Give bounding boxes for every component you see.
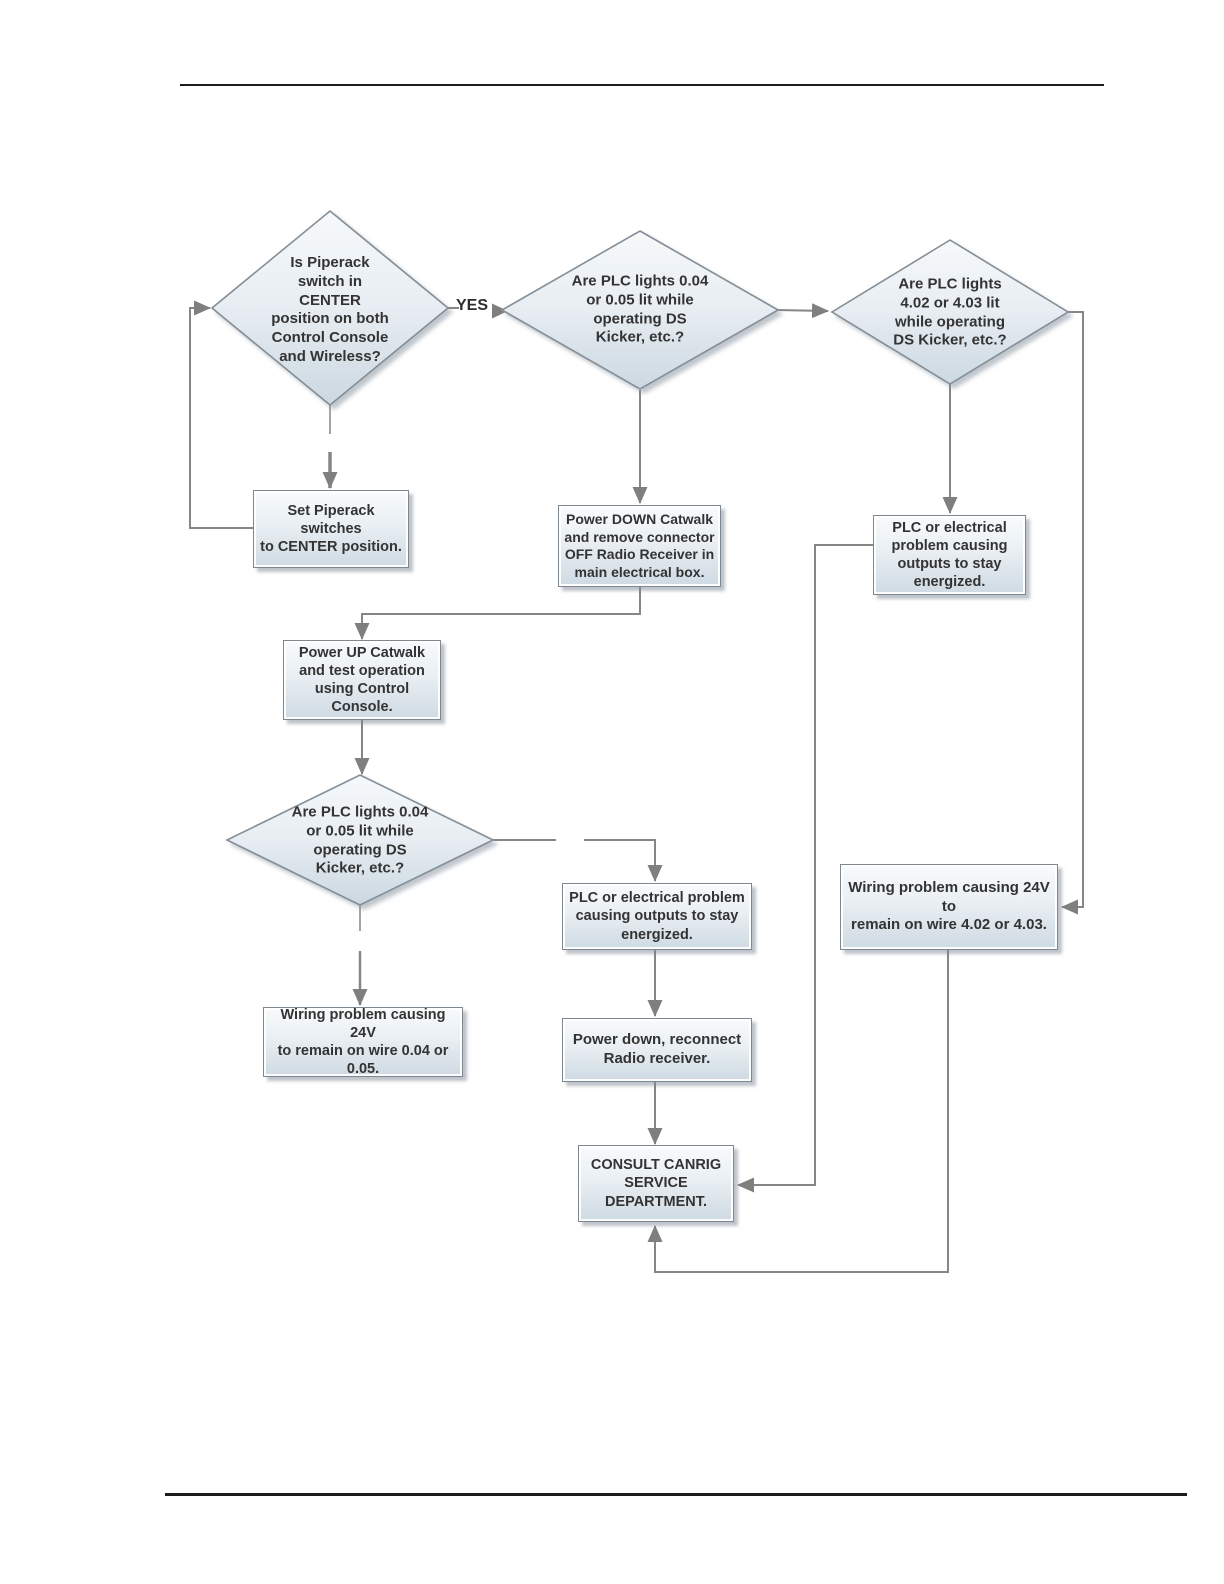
process-wiring-problem-004: Wiring problem causing 24V to remain on … xyxy=(263,1007,463,1077)
decision-plc-lights-402-label: Are PLC lights 4.02 or 4.03 lit while op… xyxy=(893,275,1007,349)
connector-d3-to-wiring-402 xyxy=(1061,311,1084,915)
decision-plc-lights-004-retest-shape xyxy=(225,774,495,906)
header-rule xyxy=(180,84,1104,86)
decision-piperack-center-label: Is Piperack switch in CENTER position on… xyxy=(271,253,389,365)
process-plc-problem-right: PLC or electrical problem causing output… xyxy=(873,515,1026,595)
connector-d4-to-plc-mid-arrow xyxy=(584,839,663,882)
process-plc-problem-mid: PLC or electrical problem causing output… xyxy=(562,883,752,950)
decision-plc-lights-004-shape xyxy=(500,230,780,390)
process-power-up-catwalk: Power UP Catwalk and test operation usin… xyxy=(283,640,441,720)
process-power-down-reconnect: Power down, reconnect Radio receiver. xyxy=(562,1018,752,1082)
decision-piperack-center-shape xyxy=(210,209,450,407)
connector-wiring-402-to-consult xyxy=(647,950,949,1273)
decision-plc-lights-004-retest-label: Are PLC lights 0.04 or 0.05 lit while op… xyxy=(291,803,429,877)
terminal-consult-canrig-service: CONSULT CANRIG SERVICE DEPARTMENT. xyxy=(578,1145,734,1222)
process-wiring-problem-402: Wiring problem causing 24V to remain on … xyxy=(840,864,1058,950)
connector-set-switches-to-d1 xyxy=(189,300,253,529)
connector-power-down-to-power-up xyxy=(354,587,641,640)
connector-d2-to-d3 xyxy=(775,303,829,319)
process-power-down-catwalk: Power DOWN Catwalk and remove connector … xyxy=(558,505,721,587)
decision-plc-lights-402-shape xyxy=(830,239,1070,385)
process-set-piperack-switches: Set Piperack switches to CENTER position… xyxy=(253,490,409,568)
decision-plc-lights-004-label: Are PLC lights 0.04 or 0.05 lit while op… xyxy=(571,272,709,346)
decision-shapes xyxy=(210,209,1070,906)
connector-plc-right-to-consult xyxy=(737,544,873,1193)
edge-label-yes: YES xyxy=(455,297,488,314)
footer-rule xyxy=(165,1493,1187,1496)
connectors xyxy=(189,300,1084,1273)
yes-arrowhead-icon xyxy=(492,303,508,319)
